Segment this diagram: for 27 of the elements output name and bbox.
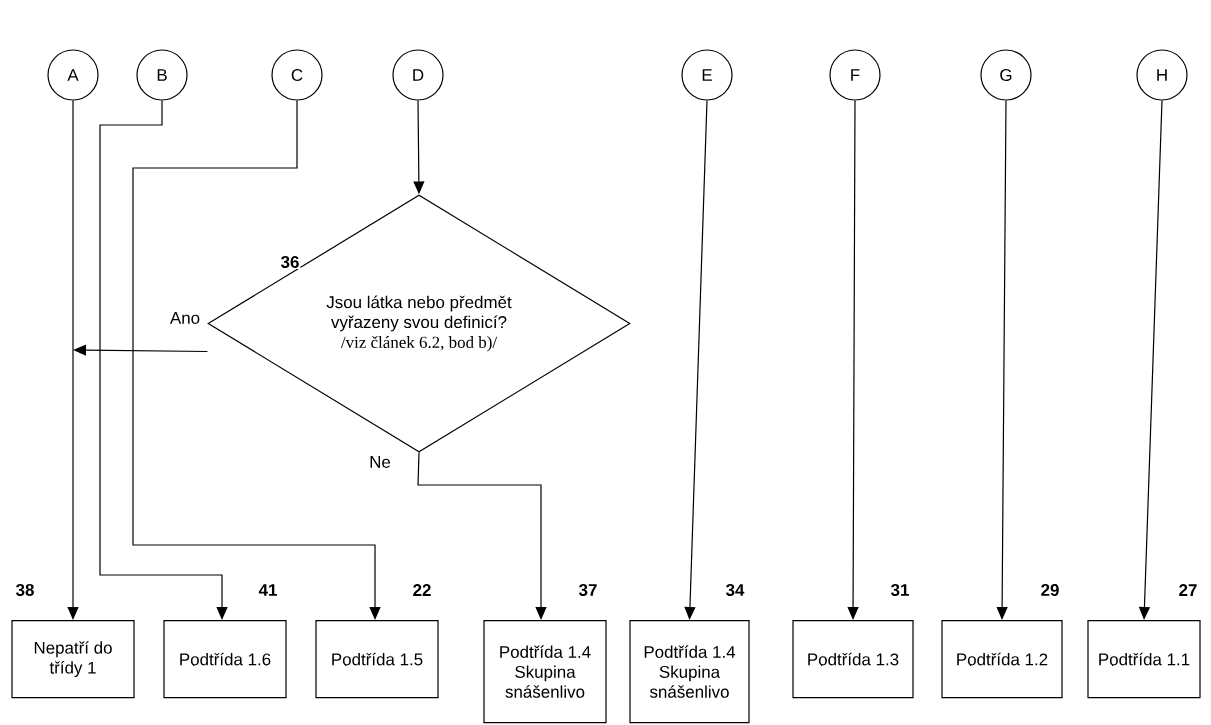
edge-label: Ano [168, 311, 202, 325]
arrow [417, 452, 547, 620]
step-number: 22 [411, 583, 433, 597]
step-number: 37 [577, 583, 599, 597]
process-box: Podtřída 1.6 [163, 620, 287, 699]
step-number: 34 [724, 583, 746, 597]
process-box: Podtřída 1.3 [792, 620, 914, 699]
step-number: 29 [1039, 583, 1061, 597]
process-box: Podtřída 1.4 Skupina snášenlivo [483, 620, 607, 724]
arrow [684, 100, 708, 620]
step-number: 31 [889, 583, 911, 597]
arrow [67, 100, 79, 620]
arrow [73, 344, 208, 356]
process-box: Podtřída 1.4 Skupina snášenlivo [629, 620, 750, 724]
arrow [996, 100, 1008, 620]
process-box: Podtřída 1.2 [941, 620, 1063, 699]
arrow [132, 100, 381, 620]
arrow [99, 100, 228, 620]
process-box: Podtřída 1.1 [1087, 620, 1201, 699]
process-box: Nepatří do třídy 1 [11, 620, 135, 699]
step-number: 41 [257, 583, 279, 597]
step-number: 36 [279, 255, 301, 269]
arrow [847, 100, 859, 620]
step-number: 38 [14, 583, 36, 597]
step-number: 27 [1177, 583, 1199, 597]
process-box: Podtřída 1.5 [315, 620, 439, 699]
edge-label: Ne [368, 455, 392, 469]
